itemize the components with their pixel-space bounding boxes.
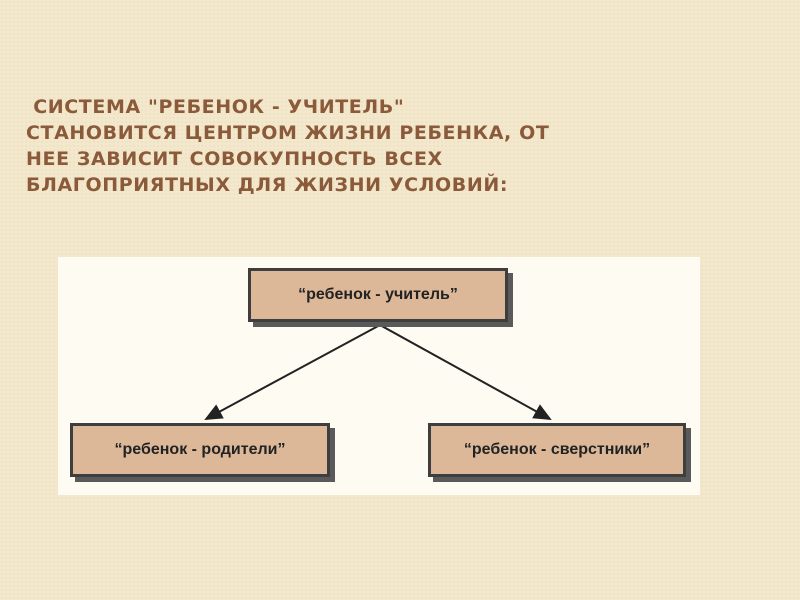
heading-line-1: СИСТЕМА "РЕБЕНОК - УЧИТЕЛЬ" xyxy=(26,96,405,118)
arrow-to-parents xyxy=(204,324,381,420)
peers-relation-label: “ребенок - сверстники” xyxy=(463,441,651,458)
parents-relation-label: “ребенок - родители” xyxy=(114,441,286,458)
diagram-arrows xyxy=(204,324,552,420)
heading-line-4: БЛАГОПРИЯТНЫХ ДЛЯ ЖИЗНИ УСЛОВИЙ: xyxy=(26,174,509,196)
teacher-relation-label: “ребенок - учитель” xyxy=(298,286,458,303)
peers-relation-box: “ребенок - сверстники” xyxy=(428,423,686,477)
relationship-diagram: “ребенок - учитель” “ребенок - родители”… xyxy=(58,257,700,495)
arrow-to-peers xyxy=(379,324,552,420)
teacher-relation-box: “ребенок - учитель” xyxy=(248,268,508,322)
heading-line-3: НЕЕ ЗАВИСИТ СОВОКУПНОСТЬ ВСЕХ xyxy=(26,148,443,170)
heading-line-2: СТАНОВИТСЯ ЦЕНТРОМ ЖИЗНИ РЕБЕНКА, ОТ xyxy=(26,122,550,144)
parents-relation-box: “ребенок - родители” xyxy=(70,423,330,477)
slide-heading: СИСТЕМА "РЕБЕНОК - УЧИТЕЛЬ" СТАНОВИТСЯ Ц… xyxy=(26,94,646,198)
